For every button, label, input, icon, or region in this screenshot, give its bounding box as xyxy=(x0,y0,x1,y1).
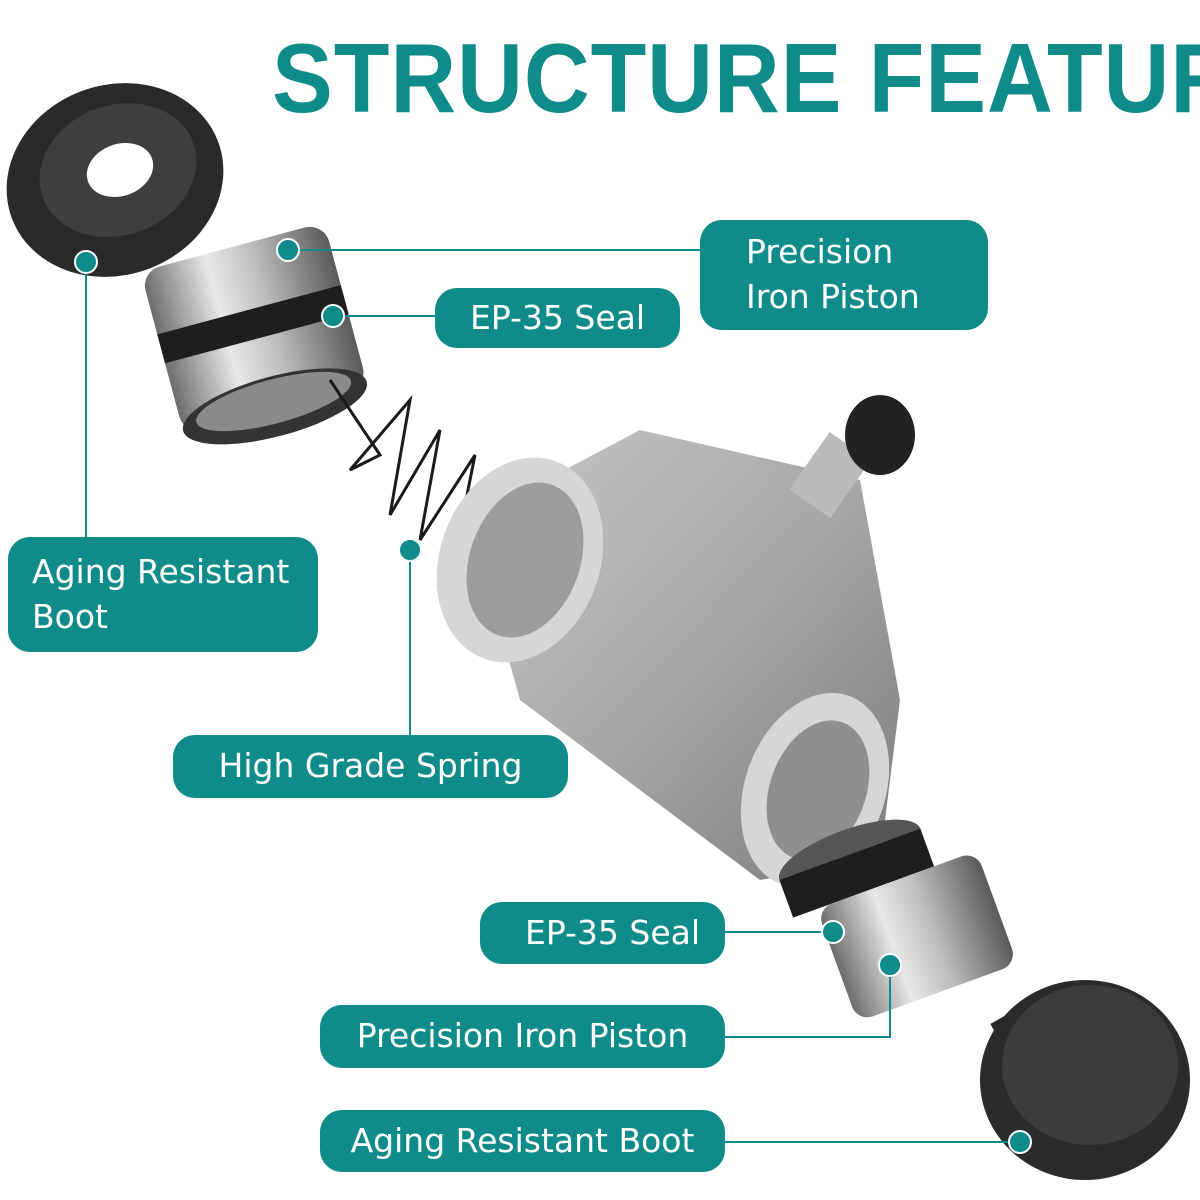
leader-lines xyxy=(85,249,1020,1143)
label-left-boot: Aging Resistant Boot xyxy=(8,537,318,652)
label-line: Boot xyxy=(32,596,108,636)
top-piston xyxy=(144,226,368,445)
label-top-seal: EP-35 Seal xyxy=(435,288,680,348)
label-line: Precision xyxy=(746,232,894,272)
leader-dots xyxy=(74,238,1032,1154)
label-bottom-piston: Precision Iron Piston xyxy=(320,1005,725,1068)
wheel-cylinder-body xyxy=(436,395,915,887)
label-bottom-seal: EP-35 Seal xyxy=(480,902,725,964)
label-top-piston: Precision Iron Piston xyxy=(700,220,988,330)
bottom-boot xyxy=(980,980,1190,1180)
bottom-piston xyxy=(778,819,1013,1018)
top-boot xyxy=(6,83,224,277)
label-line: Iron Piston xyxy=(746,277,920,316)
page-title: STRUCTURE FEATURE xyxy=(272,23,1200,133)
label-bottom-boot: Aging Resistant Boot xyxy=(320,1110,725,1172)
label-line: Aging Resistant xyxy=(32,551,290,591)
label-spring: High Grade Spring xyxy=(173,735,568,798)
